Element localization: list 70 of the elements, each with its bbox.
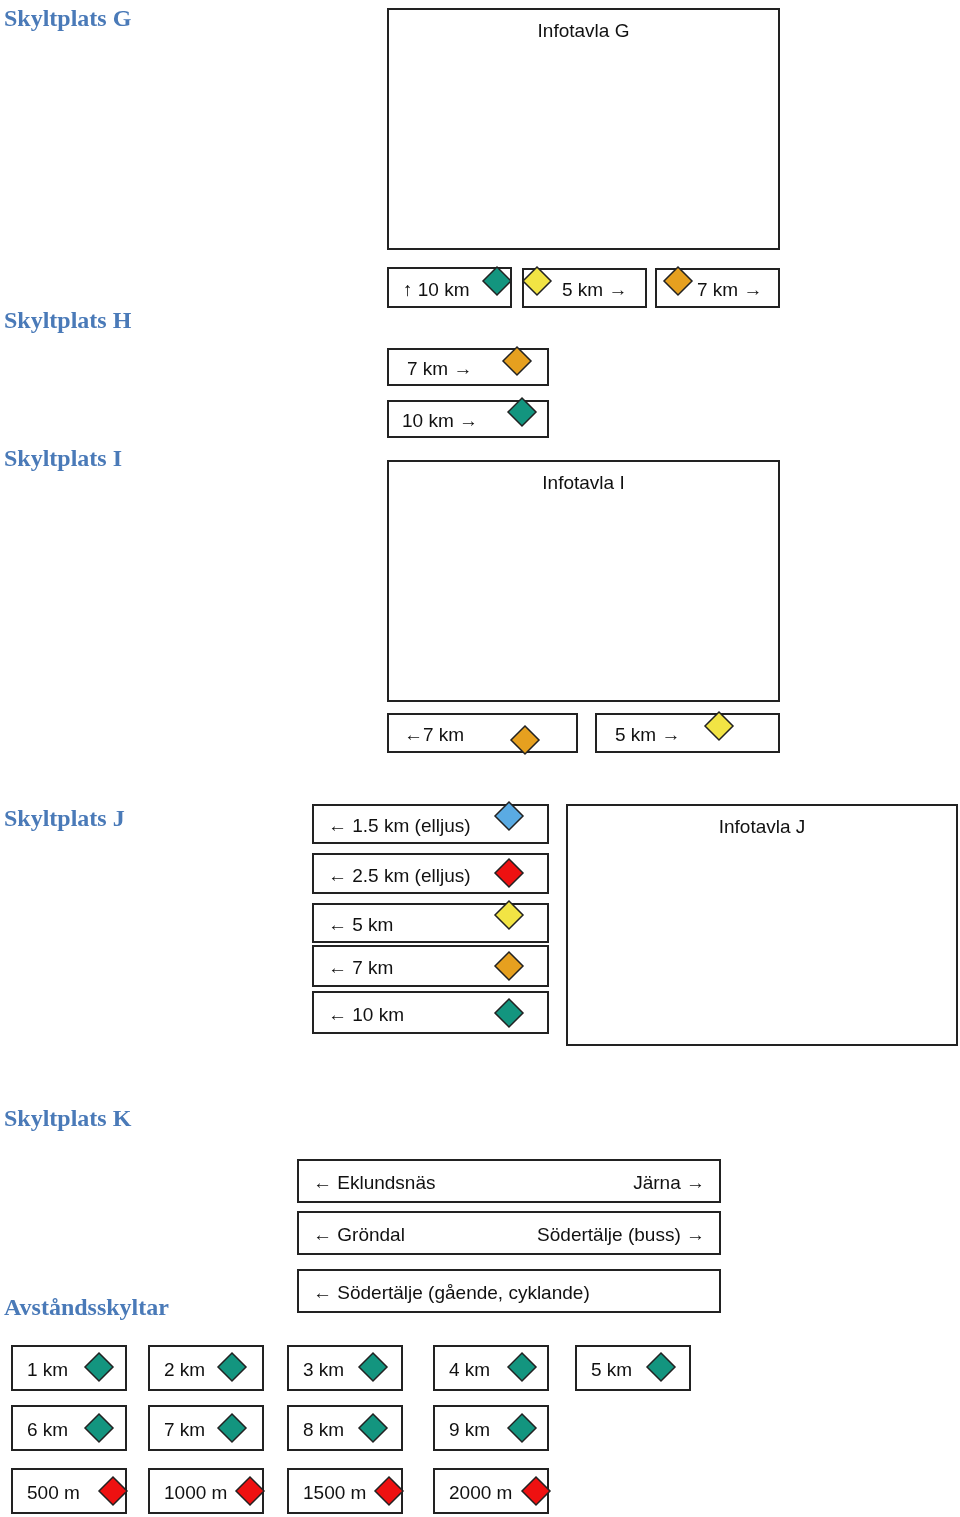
sign-board [312,991,549,1034]
section-heading: Skyltplats J [4,804,125,832]
sign-text: 1 km [27,1359,69,1381]
sign-text: 7 km [164,1419,206,1441]
section-heading: Avståndsskyltar [4,1293,169,1321]
sign-board [387,713,578,753]
sign-board [11,1405,127,1451]
sign-board [387,400,549,438]
sign-board [11,1468,127,1514]
sign-text: Järna → [633,1172,705,1194]
info-board [387,460,780,702]
sign-board [312,903,549,943]
sign-text: 1500 m [303,1482,367,1504]
sign-board [287,1405,403,1451]
sign-text: 8 km [303,1419,345,1441]
sign-text: 2 km [164,1359,206,1381]
sign-text: 5 km → [562,279,628,301]
sign-board [297,1159,721,1203]
sign-text: 7 km → [697,279,763,301]
sign-text: 9 km [449,1419,491,1441]
sign-text: 6 km [27,1419,69,1441]
sign-board [287,1345,403,1391]
sign-text: 10 km → [402,410,479,432]
sign-text: ← 5 km [328,914,394,936]
sign-board [387,348,549,386]
sign-board [297,1269,721,1313]
sign-board [312,804,549,844]
sign-board [297,1211,721,1255]
sign-text: 3 km [303,1359,345,1381]
sign-text: 7 km → [407,358,473,380]
sign-board [655,268,780,308]
sign-board [595,713,780,753]
sign-text: 1000 m [164,1482,228,1504]
sign-board [522,268,647,308]
board-title: Infotavla G [536,20,631,42]
sign-board [312,945,549,987]
sign-text: 500 m [27,1482,80,1504]
sign-text: ← Gröndal [313,1224,405,1246]
sign-board [312,853,549,894]
sign-board [148,1468,264,1514]
info-board [566,804,958,1046]
sign-text: 4 km [449,1359,491,1381]
sign-board [433,1405,549,1451]
sign-text: 5 km [591,1359,633,1381]
sign-board [148,1405,264,1451]
sign-board [387,267,512,308]
sign-text: ← 7 km [328,957,394,979]
sign-board [433,1468,549,1514]
info-board [387,8,780,250]
sign-text: ← Eklundsnäs [313,1172,436,1194]
section-heading: Skyltplats H [4,306,132,334]
sign-text: ← Södertälje (gående, cyklande) [313,1282,590,1304]
sign-board [287,1468,403,1514]
sign-text: ← 10 km [328,1003,405,1026]
sign-board [148,1345,264,1391]
sign-text: ← 2.5 km (elljus) [328,864,471,887]
sign-board [433,1345,549,1391]
sign-text: ↑ 10 km [403,278,470,301]
board-title: Infotavla I [541,472,626,494]
sign-text: 2000 m [449,1482,513,1504]
sign-board [575,1345,691,1391]
sign-text: ← 1.5 km (elljus) [328,815,471,837]
sign-text: Södertälje (buss) → [537,1224,705,1246]
sign-board [11,1345,127,1391]
sign-text: 5 km → [615,724,681,746]
board-title: Infotavla J [717,816,807,838]
section-heading: Skyltplats K [4,1104,132,1132]
sign-text: ←7 km [404,724,465,746]
section-heading: Skyltplats G [4,4,132,32]
section-heading: Skyltplats I [4,444,123,472]
